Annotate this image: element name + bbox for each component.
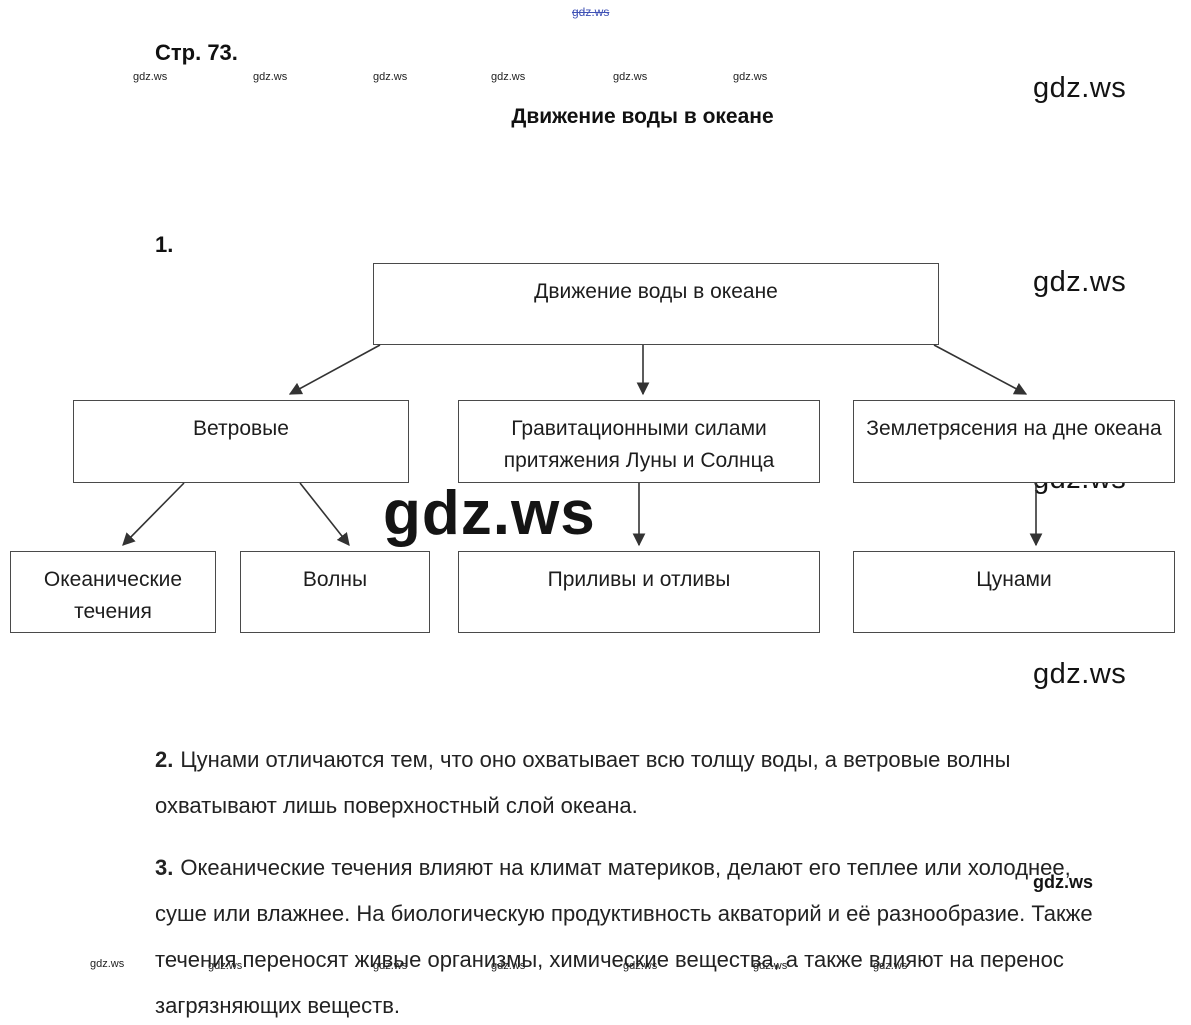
arrow-wind-to-waves bbox=[299, 482, 350, 547]
diagram-box-tsunami: Цунами bbox=[853, 551, 1175, 633]
answer-2: 2.Цунами отличаются тем, что оно охватыв… bbox=[155, 737, 1090, 829]
watermark-big: gdz.ws bbox=[383, 479, 596, 548]
watermark-small: gdz.ws bbox=[208, 960, 243, 972]
watermark-top: gdz.ws bbox=[572, 5, 610, 19]
diagram-box-gravity: Гравитационными силами притяжения Луны и… bbox=[458, 400, 820, 483]
watermark-small: gdz.ws bbox=[90, 958, 125, 970]
item-1-number: 1. bbox=[155, 232, 174, 257]
watermark-large: gdz.ws bbox=[1033, 658, 1127, 690]
arrow-root-to-wind bbox=[288, 344, 381, 395]
diagram-root-box: Движение воды в океане bbox=[373, 263, 939, 345]
page-heading: Стр. 73. bbox=[155, 40, 238, 65]
item-3-text: Океанические течения влияют на климат ма… bbox=[155, 855, 1093, 1018]
diagram-box-waves: Волны bbox=[240, 551, 430, 633]
watermark-small: gdz.ws bbox=[491, 71, 526, 83]
watermark-small: gdz.ws bbox=[733, 71, 768, 83]
arrow-wind-to-currents bbox=[122, 482, 185, 546]
watermark-small: gdz.ws bbox=[613, 71, 648, 83]
watermark-small: gdz.ws bbox=[873, 960, 908, 972]
diagram-box-wind: Ветровые bbox=[73, 400, 409, 483]
watermark-small: gdz.ws bbox=[373, 960, 408, 972]
answer-3: 3.Океанические течения влияют на климат … bbox=[155, 845, 1095, 1025]
watermark-small: gdz.ws bbox=[253, 71, 288, 83]
item-2-number: 2. bbox=[155, 747, 174, 772]
watermark-small: gdz.ws bbox=[133, 71, 168, 83]
watermark-small: gdz.ws bbox=[623, 960, 658, 972]
watermark-small: gdz.ws bbox=[753, 960, 788, 972]
watermark-small: gdz.ws bbox=[373, 71, 408, 83]
item-3-number: 3. bbox=[155, 855, 174, 880]
item-2-text: Цунами отличаются тем, что оно охватывае… bbox=[155, 747, 1011, 818]
arrow-root-to-earthquakes bbox=[933, 344, 1028, 395]
watermark-large: gdz.ws bbox=[1033, 72, 1127, 104]
watermark-large: gdz.ws bbox=[1033, 266, 1127, 298]
watermark-medium: gdz.ws bbox=[1033, 872, 1094, 892]
watermark-small: gdz.ws bbox=[491, 960, 526, 972]
diagram-box-tides: Приливы и отливы bbox=[458, 551, 820, 633]
diagram-box-ocean-currents: Океанические течения bbox=[10, 551, 216, 633]
diagram-box-earthquakes: Землетрясения на дне океана bbox=[853, 400, 1175, 483]
page-title: Движение воды в океане bbox=[511, 105, 774, 128]
